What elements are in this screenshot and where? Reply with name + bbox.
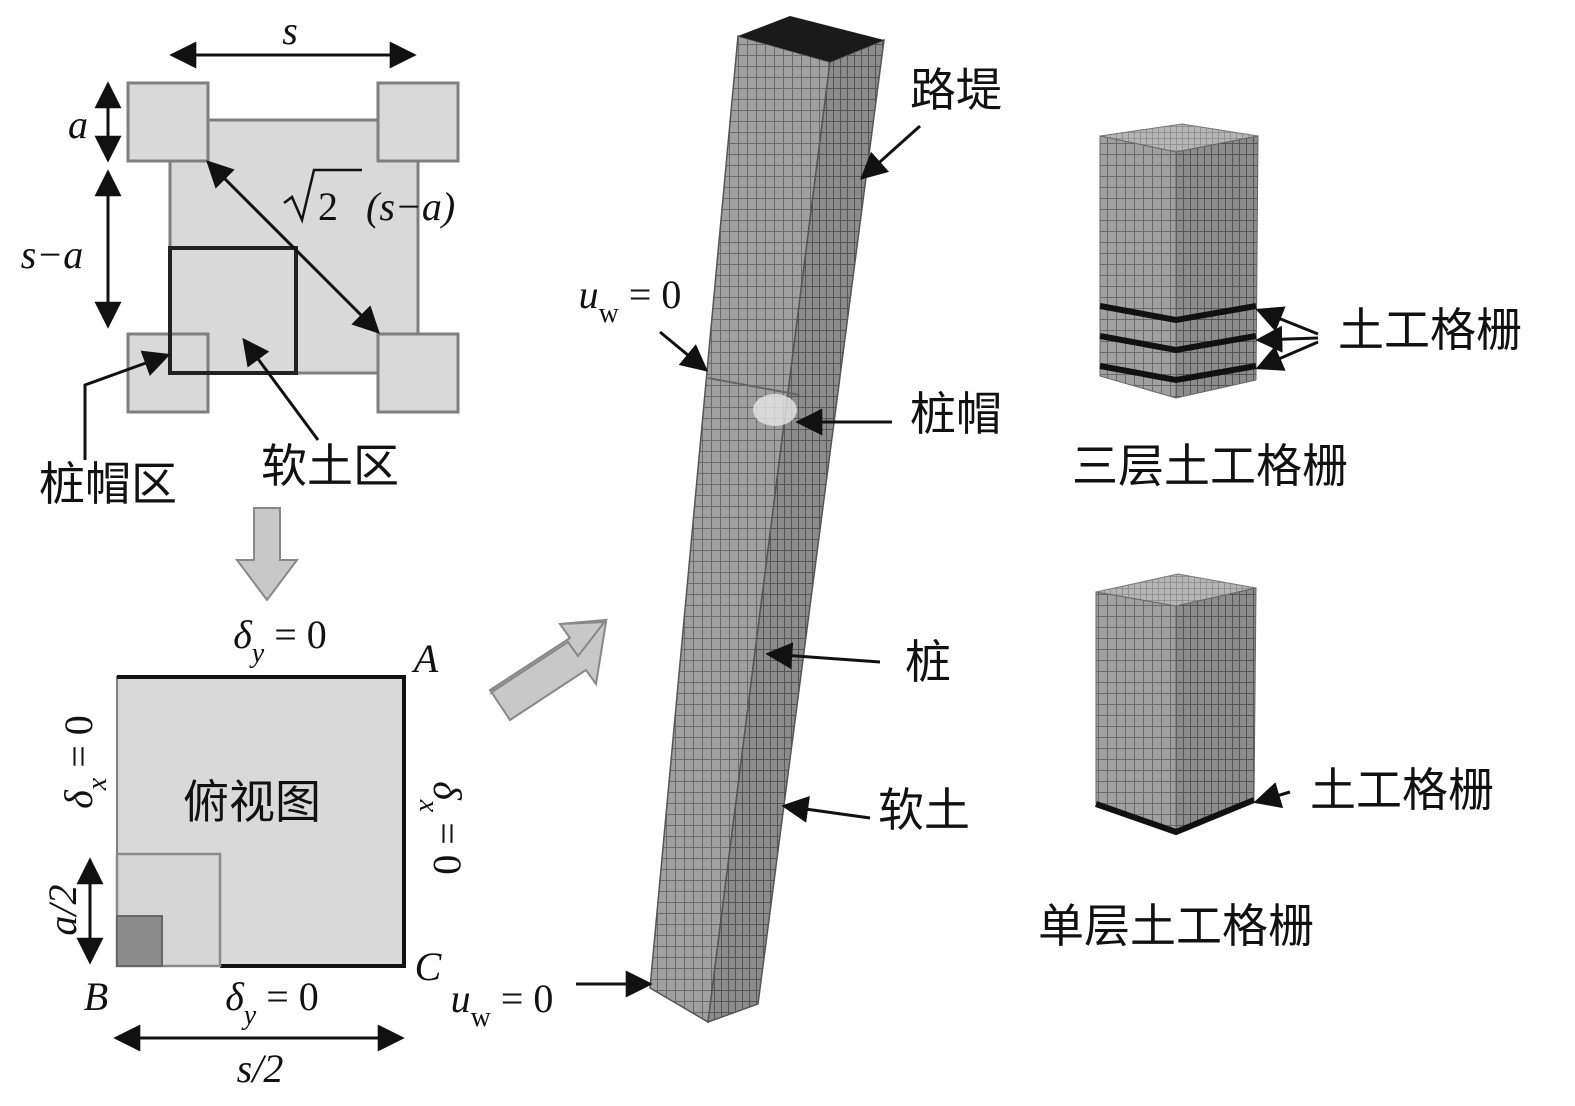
pile-label: 桩 <box>905 637 951 688</box>
diagonal-factor: (s−a) <box>366 184 455 229</box>
top-view-title: 俯视图 <box>183 777 321 828</box>
pile-cap-bottom-right <box>376 332 460 414</box>
diagonal-label: 2 (s−a) <box>283 168 455 229</box>
soft-soil-leader <box>781 795 871 823</box>
dim-s-label: s <box>282 8 298 53</box>
bc-bottom-label: δy = 0 <box>225 974 319 1031</box>
corner-a-label: A <box>411 636 439 681</box>
bc-top-label: δy = 0 <box>233 612 327 669</box>
pile-cap-top-left <box>126 81 210 163</box>
dim-s-half-label: s/2 <box>237 1046 284 1091</box>
three-layer-caption: 三层土工格栅 <box>1072 441 1348 492</box>
dim-s-minus-a-label: s−a <box>21 232 84 277</box>
geogrid-layer-2 <box>1099 333 1257 354</box>
geogrid-leader-2 <box>1255 325 1319 353</box>
three-layer-side-face <box>1175 135 1259 399</box>
bc-right-label: δx = 0 <box>413 781 470 875</box>
single-layer-block: 土工格栅 单层土工格栅 <box>1038 573 1494 952</box>
dim-a-label: a <box>68 102 88 147</box>
uw-bottom-label: uw = 0 <box>451 976 554 1033</box>
single-layer-side-face <box>1175 587 1257 835</box>
single-layer-caption: 单层土工格栅 <box>1038 901 1314 952</box>
embankment-leader <box>859 124 922 180</box>
pile-cap-zone-leader <box>83 350 171 460</box>
embankment-label: 路堤 <box>910 65 1002 116</box>
dim-a-half-label: a/2 <box>40 884 85 935</box>
uw-top-label: uw = 0 <box>579 272 682 329</box>
geogrid-leader-3 <box>1255 340 1319 371</box>
geogrid-label-three: 土工格栅 <box>1338 305 1522 356</box>
geogrid-leader-single <box>1253 782 1291 809</box>
top-view: 俯视图 A B C δy = 0 δy = 0 δx = 0 δx = 0 a/… <box>40 612 470 1091</box>
pile-cap-highlight <box>753 394 797 426</box>
geogrid-layer-1 <box>1099 303 1257 324</box>
diagonal-arrow <box>206 160 380 334</box>
geogrid-label-single: 土工格栅 <box>1310 765 1494 816</box>
pile-cap-zone-label: 桩帽区 <box>39 459 177 510</box>
soft-soil-label: 软土 <box>878 785 970 836</box>
diagonal-arrow-shape <box>488 618 609 722</box>
pile-cap-label: 桩帽 <box>910 389 1002 440</box>
three-layer-front-face <box>1099 135 1177 399</box>
geogrid-layer-3 <box>1099 363 1257 384</box>
soft-soil-zone-label: 软土区 <box>261 441 399 492</box>
pile-quarter <box>116 915 163 967</box>
pile-cap-quarter <box>115 852 222 968</box>
top-view-boundary <box>117 675 406 968</box>
column-top-face <box>738 16 884 62</box>
pile-leader <box>765 642 881 670</box>
soft-soil-zone-leader <box>242 337 320 441</box>
sqrt-radicand: 2 <box>318 184 338 229</box>
single-layer-front-face <box>1095 591 1177 835</box>
down-arrow <box>235 507 299 602</box>
geogrid-layer-single <box>1095 797 1256 836</box>
three-layer-block: 土工格栅 三层土工格栅 <box>1072 123 1522 492</box>
column-model: uw = 0 uw = 0 路堤 桩帽 桩 软土 <box>451 16 1002 1033</box>
pile-plan: s a s−a 2 (s−a) 桩帽区 软土区 <box>21 8 460 510</box>
corner-c-label: C <box>415 944 443 989</box>
bc-left-label: δx = 0 <box>56 715 113 809</box>
pile-cap-top-right <box>376 81 460 163</box>
geogrid-leader-1 <box>1255 306 1319 336</box>
sqrt-symbol <box>283 168 362 224</box>
uw-top-leader <box>659 330 709 372</box>
pile-cap-boundary <box>707 377 801 396</box>
corner-b-label: B <box>84 974 108 1019</box>
